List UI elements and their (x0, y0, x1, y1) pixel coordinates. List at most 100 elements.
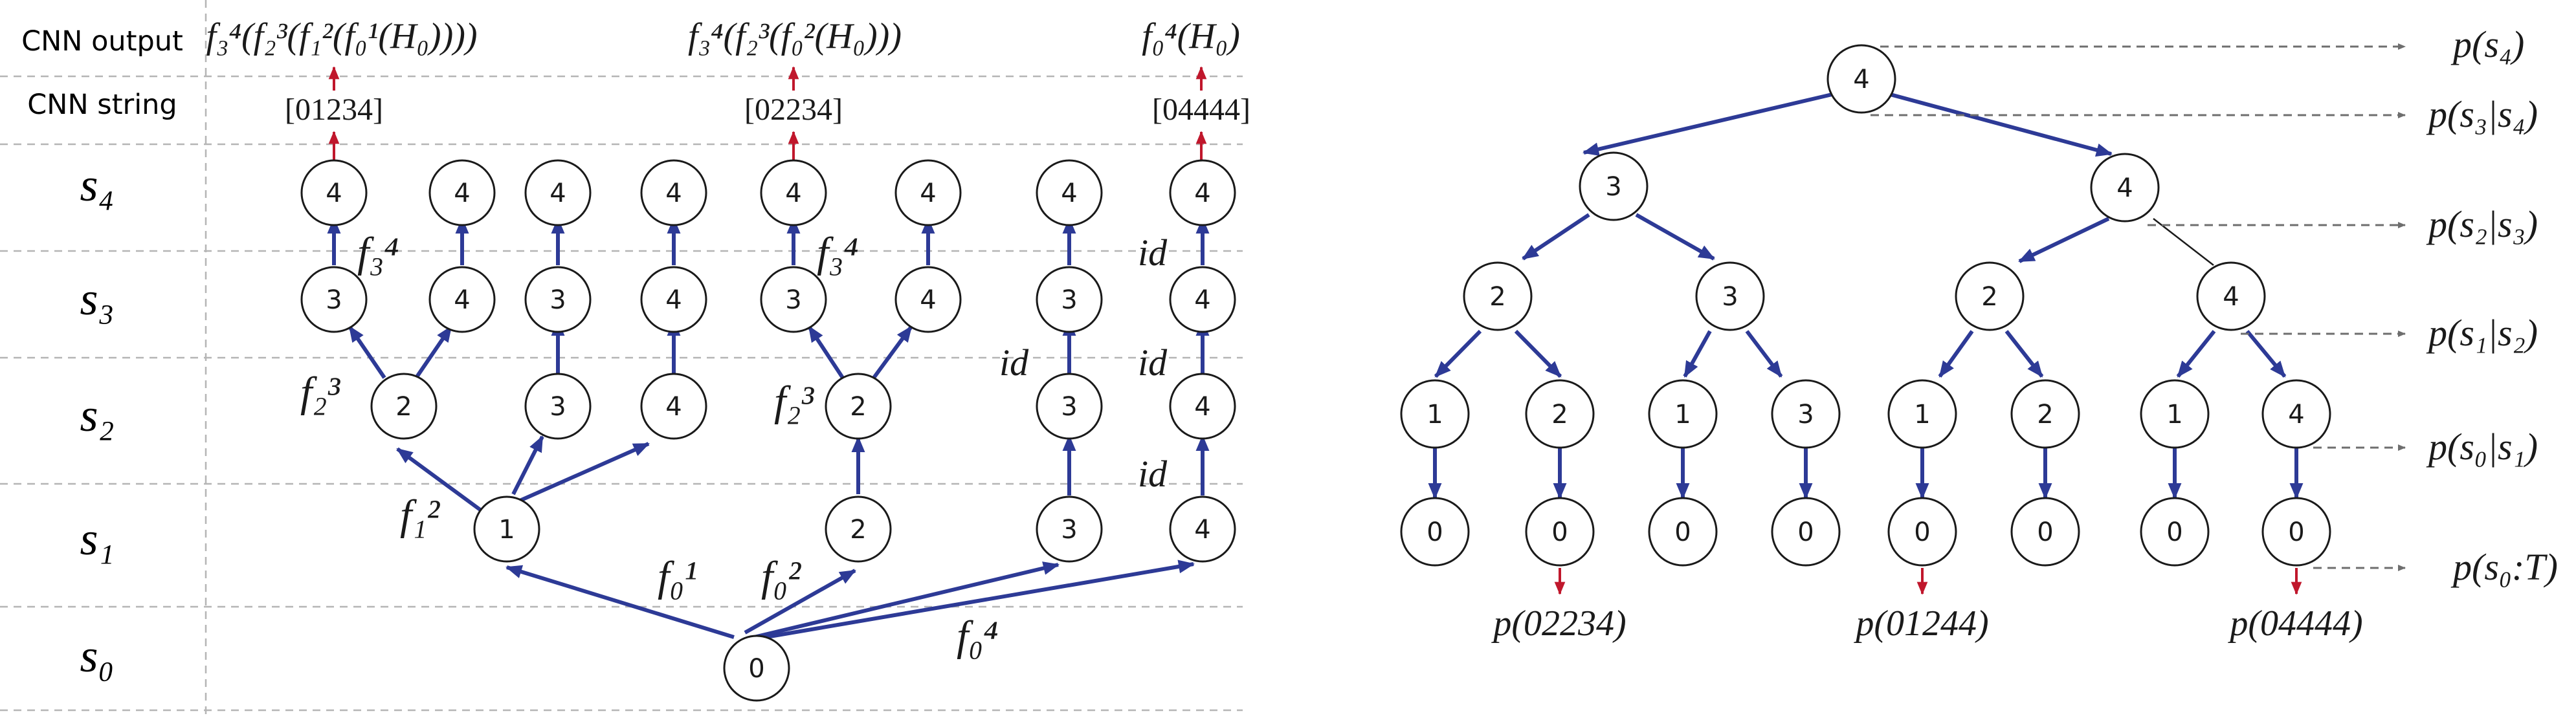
svg-text:0: 0 (1797, 517, 1814, 547)
tree-l1-1: 4 (2090, 153, 2160, 223)
svg-text:2: 2 (1489, 282, 1505, 312)
cnn-outputs: f₃⁴(f₂³(f₁²(f₀¹(H₀)))) f₃⁴(f₂³(f₀²(H₀)))… (206, 16, 1239, 56)
svg-text:0: 0 (2166, 517, 2182, 547)
cnn-string-3: [04444] (1152, 92, 1250, 127)
svg-text:4: 4 (920, 179, 936, 208)
svg-text:4: 4 (665, 392, 682, 422)
svg-text:1: 1 (498, 515, 515, 545)
row-label-s4: s₄ (80, 159, 114, 211)
tree-l3-4: 1 (1887, 379, 1957, 449)
node-s1-3: 3 (1036, 495, 1103, 563)
edge-label-id-2: id (999, 342, 1029, 384)
tree-l2-3: 4 (2196, 261, 2266, 331)
right-nodes: 4 3 4 2 3 2 4 1 2 1 3 1 2 1 4 0 0 0 0 0 … (1400, 44, 2331, 567)
tree-l4-2: 0 (1648, 497, 1718, 567)
right-edges (1428, 91, 2304, 500)
node-s3-a: 3 (300, 266, 368, 333)
node-s4-d: 4 (640, 159, 707, 226)
node-s4-e: 4 (760, 159, 827, 226)
svg-text:2: 2 (850, 392, 866, 422)
node-s4-f: 4 (894, 159, 962, 226)
edge-label-id-4: id (1138, 453, 1168, 495)
svg-text:0: 0 (2288, 517, 2304, 547)
tree-l4-3: 0 (1771, 497, 1841, 567)
edge-label-f23a: f₂³ (300, 369, 340, 416)
svg-text:3: 3 (326, 285, 342, 315)
cnn-output-3: f₀⁴(H₀) (1142, 16, 1240, 56)
probability-labels: p(s₄) p(s₃|s₄) p(s₂|s₃) p(s₁|s₂) p(s₀|s₁… (2426, 23, 2558, 588)
svg-text:4: 4 (1061, 179, 1077, 208)
svg-text:4: 4 (2223, 282, 2239, 312)
cnn-string-1: [01234] (285, 92, 383, 127)
node-s2-e: 3 (1036, 373, 1103, 440)
svg-text:4: 4 (326, 179, 342, 208)
svg-text:1: 1 (1914, 400, 1930, 430)
edge-label-id-1: id (1138, 232, 1168, 274)
node-s4-b: 4 (428, 159, 496, 226)
svg-text:3: 3 (1061, 285, 1077, 315)
tree-l2-2: 2 (1955, 261, 2025, 331)
node-s0-0: 0 (723, 635, 790, 702)
node-s3-c: 3 (524, 266, 592, 333)
node-s1-1: 1 (473, 495, 540, 563)
svg-text:2: 2 (1981, 282, 1997, 312)
svg-text:4: 4 (2116, 173, 2133, 203)
output-arrows (328, 66, 1207, 162)
prob-label-s2-s3: p(s₂|s₃) (2426, 203, 2538, 245)
svg-text:3: 3 (1061, 392, 1077, 422)
row-label-s3: s₃ (80, 273, 114, 325)
svg-text:4: 4 (1194, 392, 1210, 422)
node-s3-d: 4 (640, 266, 707, 333)
leaf-prob-1: p(02234) (1491, 604, 1626, 644)
tree-l3-5: 2 (2010, 379, 2080, 449)
leaf-prob-2: p(01244) (1853, 604, 1988, 644)
tree-l4-1: 0 (1525, 497, 1595, 567)
node-s3-g: 3 (1036, 266, 1103, 333)
tree-l3-2: 1 (1648, 379, 1718, 449)
svg-text:0: 0 (1551, 517, 1568, 547)
svg-text:4: 4 (1194, 179, 1210, 208)
row-label-cnn-output: CNN output (21, 25, 183, 58)
svg-text:0: 0 (2037, 517, 2053, 547)
left-nodes: 0 1 2 3 4 2 3 4 2 3 4 3 4 3 4 3 4 3 4 4 … (300, 159, 1236, 702)
svg-text:4: 4 (1853, 65, 1869, 94)
row-label-s1: s₁ (80, 513, 114, 565)
node-s3-e: 3 (760, 266, 827, 333)
cnn-string-2: [02234] (744, 92, 843, 127)
row-label-cnn-string: CNN string (27, 89, 177, 121)
svg-text:0: 0 (748, 654, 764, 684)
node-s2-c: 4 (640, 373, 707, 440)
tree-l2-0: 2 (1463, 261, 1533, 331)
svg-text:3: 3 (1797, 400, 1814, 430)
cnn-output-1: f₃⁴(f₂³(f₁²(f₀¹(H₀)))) (206, 16, 477, 56)
leaf-prob-3: p(04444) (2227, 604, 2362, 644)
svg-text:4: 4 (785, 179, 801, 208)
tree-l3-7: 4 (2261, 379, 2331, 449)
svg-text:4: 4 (665, 179, 682, 208)
node-s4-h: 4 (1169, 159, 1236, 226)
svg-text:0: 0 (1914, 517, 1930, 547)
svg-text:4: 4 (550, 179, 566, 208)
svg-text:1: 1 (1427, 400, 1443, 430)
prob-label-s4: p(s₄) (2450, 23, 2524, 65)
cnn-output-2: f₃⁴(f₂³(f₀²(H₀))) (688, 16, 902, 56)
node-s1-4: 4 (1169, 495, 1236, 563)
cnn-strings: [01234] [02234] [04444] (285, 92, 1250, 127)
tree-l4-6: 0 (2140, 497, 2210, 567)
svg-text:3: 3 (550, 392, 566, 422)
svg-text:0: 0 (1427, 517, 1443, 547)
svg-text:4: 4 (1194, 285, 1210, 315)
tree-l1-0: 3 (1579, 151, 1649, 221)
tree-l3-1: 2 (1525, 379, 1595, 449)
node-s3-h: 4 (1169, 266, 1236, 333)
tree-l4-0: 0 (1400, 497, 1470, 567)
tree-root: 4 (1827, 44, 1896, 114)
node-s2-f: 4 (1169, 373, 1236, 440)
edge-label-f01: f₀¹ (658, 553, 697, 600)
node-s2-d: 2 (825, 373, 892, 440)
svg-text:3: 3 (1061, 515, 1077, 545)
svg-text:2: 2 (1551, 400, 1568, 430)
svg-text:2: 2 (2037, 400, 2053, 430)
tree-l4-7: 0 (2261, 497, 2331, 567)
